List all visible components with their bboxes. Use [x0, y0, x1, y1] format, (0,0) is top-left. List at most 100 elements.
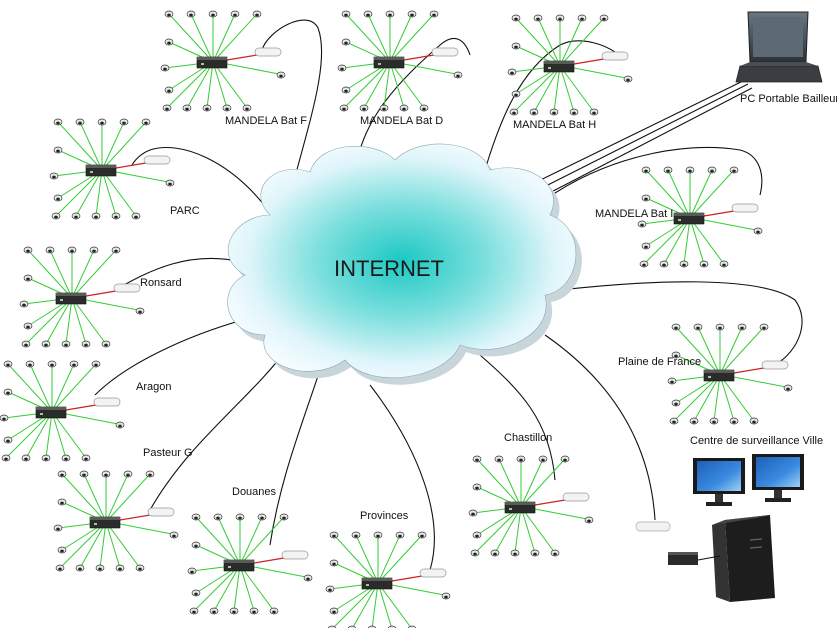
camera-link — [51, 363, 75, 413]
camera-icon — [91, 212, 101, 220]
camera-link — [537, 17, 561, 67]
camera-icon — [429, 10, 439, 18]
camera-link — [494, 506, 522, 554]
camera-link — [7, 363, 53, 413]
camera-icon — [472, 455, 482, 463]
camera-icon — [419, 104, 429, 112]
camera-link — [49, 249, 73, 299]
camera-link — [213, 564, 241, 612]
modem-icon — [93, 397, 121, 407]
camera-icon — [186, 10, 196, 18]
camera-icon — [737, 323, 747, 331]
camera-link — [389, 13, 413, 63]
camera-icon — [209, 607, 219, 615]
camera-icon — [507, 68, 517, 76]
camera-link — [166, 61, 214, 109]
camera-link — [514, 506, 522, 554]
site-cluster-ronsard — [19, 246, 145, 348]
camera-icon — [329, 559, 339, 567]
camera-icon — [23, 246, 33, 254]
camera-link — [186, 61, 214, 109]
camera-icon — [341, 38, 351, 46]
camera-link — [683, 217, 691, 265]
camera-icon — [560, 455, 570, 463]
camera-icon — [79, 470, 89, 478]
camera-icon — [549, 108, 559, 116]
camera-icon — [55, 564, 65, 572]
recorder-hub-icon — [55, 292, 87, 305]
camera-link — [573, 67, 627, 79]
camera-icon — [191, 541, 201, 549]
camera-icon — [511, 42, 521, 50]
camera-link — [5, 411, 53, 459]
camera-icon — [729, 417, 739, 425]
camera-icon — [135, 564, 145, 572]
camera-link — [239, 564, 275, 612]
camera-link — [206, 61, 214, 109]
camera-link — [733, 376, 787, 388]
camera-icon — [230, 10, 240, 18]
camera-link — [673, 374, 721, 422]
camera-icon — [111, 212, 121, 220]
camera-link — [689, 217, 705, 265]
camera-icon — [373, 531, 383, 539]
internet-cloud — [227, 143, 582, 385]
camera-link — [71, 249, 95, 299]
camera-icon — [123, 470, 133, 478]
site-cluster-bat-f — [160, 10, 286, 112]
camera-icon — [95, 564, 105, 572]
camera-icon — [252, 10, 262, 18]
camera-icon — [53, 146, 63, 154]
camera-icon — [61, 340, 71, 348]
camera-link — [332, 582, 379, 628]
camera-icon — [160, 64, 170, 72]
camera-link — [719, 374, 735, 422]
camera-icon — [641, 242, 651, 250]
camera-icon — [303, 574, 313, 582]
camera-link — [363, 61, 391, 109]
internet-cables — [94, 19, 803, 571]
camera-icon — [329, 531, 339, 539]
camera-link — [675, 326, 721, 376]
camera-link — [689, 217, 725, 265]
camera-icon — [395, 531, 405, 539]
camera-icon — [339, 104, 349, 112]
centre-label: Centre de surveillance Ville — [690, 435, 823, 447]
camera-icon — [45, 246, 55, 254]
recorder-hub-icon — [373, 56, 405, 69]
laptop-icon — [735, 11, 823, 83]
camera-link — [533, 65, 561, 113]
camera-icon — [472, 483, 482, 491]
camera-link — [239, 516, 263, 566]
camera-icon — [191, 513, 201, 521]
camera-link — [65, 413, 119, 425]
camera-icon — [75, 118, 85, 126]
recorder-hub-icon — [673, 212, 705, 225]
camera-icon — [407, 10, 417, 18]
centre-router-icon — [668, 552, 721, 565]
camera-icon — [441, 592, 451, 600]
camera-icon — [641, 166, 651, 174]
camera-link — [645, 169, 691, 219]
cable-chastillon — [479, 354, 556, 481]
camera-link — [377, 582, 412, 628]
recorder-hub-icon — [85, 164, 117, 177]
camera-icon — [189, 607, 199, 615]
cable-centre — [544, 334, 656, 521]
camera-icon — [639, 260, 649, 268]
camera-icon — [71, 212, 81, 220]
camera-icon — [399, 104, 409, 112]
camera-link — [51, 411, 67, 459]
site-cluster-aragon — [0, 360, 125, 462]
camera-icon — [363, 10, 373, 18]
camera-icon — [3, 436, 13, 444]
site-label-provinces: Provinces — [360, 510, 409, 522]
cable-parc — [131, 146, 269, 211]
site-cluster-plaine-de-france — [667, 323, 793, 425]
camera-icon — [669, 417, 679, 425]
camera-icon — [23, 322, 33, 330]
site-label-bat-f: MANDELA Bat F — [225, 115, 307, 127]
camera-icon — [222, 104, 232, 112]
cable-plaine — [559, 281, 803, 366]
